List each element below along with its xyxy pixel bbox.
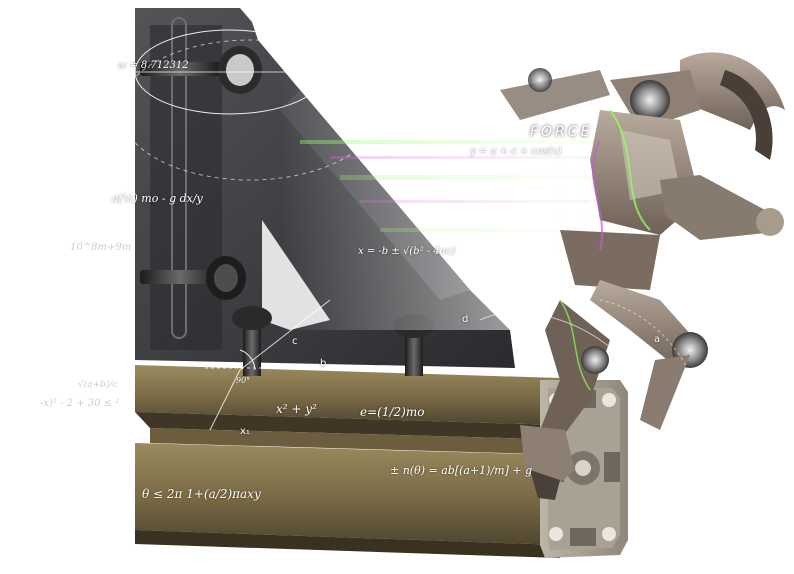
equation-mass-derivative: a(½) mo - g dx/y (112, 192, 203, 205)
angle-degree-label: 90° (236, 376, 251, 385)
label-c: c (292, 336, 298, 347)
label-d: d (462, 314, 469, 325)
equation-energy: e=(1/2)mo (360, 405, 425, 419)
equation-series: y = a + c + cos(x) (470, 146, 562, 157)
equation-sqrt-frac: √(a+b)/c (78, 380, 118, 390)
equation-theta: ± n(θ) = ab[(a+1)/m] + g (390, 464, 533, 477)
label-x1: x₁ (240, 426, 250, 437)
equation-quadratic: x = -b ± √(b² - 4ac) (358, 246, 456, 257)
label-a: a (654, 334, 661, 345)
equation-sum-squares: x² + y² (276, 402, 317, 416)
running-robot (500, 52, 785, 500)
aluminum-rail (135, 365, 628, 558)
label-b: b (320, 358, 327, 369)
equation-omega: ω = 8.712312 (118, 60, 189, 71)
equation-left-low: -x)² - 2 + 30 ≤ ² (40, 398, 120, 409)
equation-left-mid: 10^8m+9m (70, 242, 132, 253)
force-heading: FORCE (530, 124, 593, 140)
equation-range: θ ≤ 2π 1+(a/2)πaxy (142, 487, 261, 501)
construction-lines (110, 29, 701, 431)
